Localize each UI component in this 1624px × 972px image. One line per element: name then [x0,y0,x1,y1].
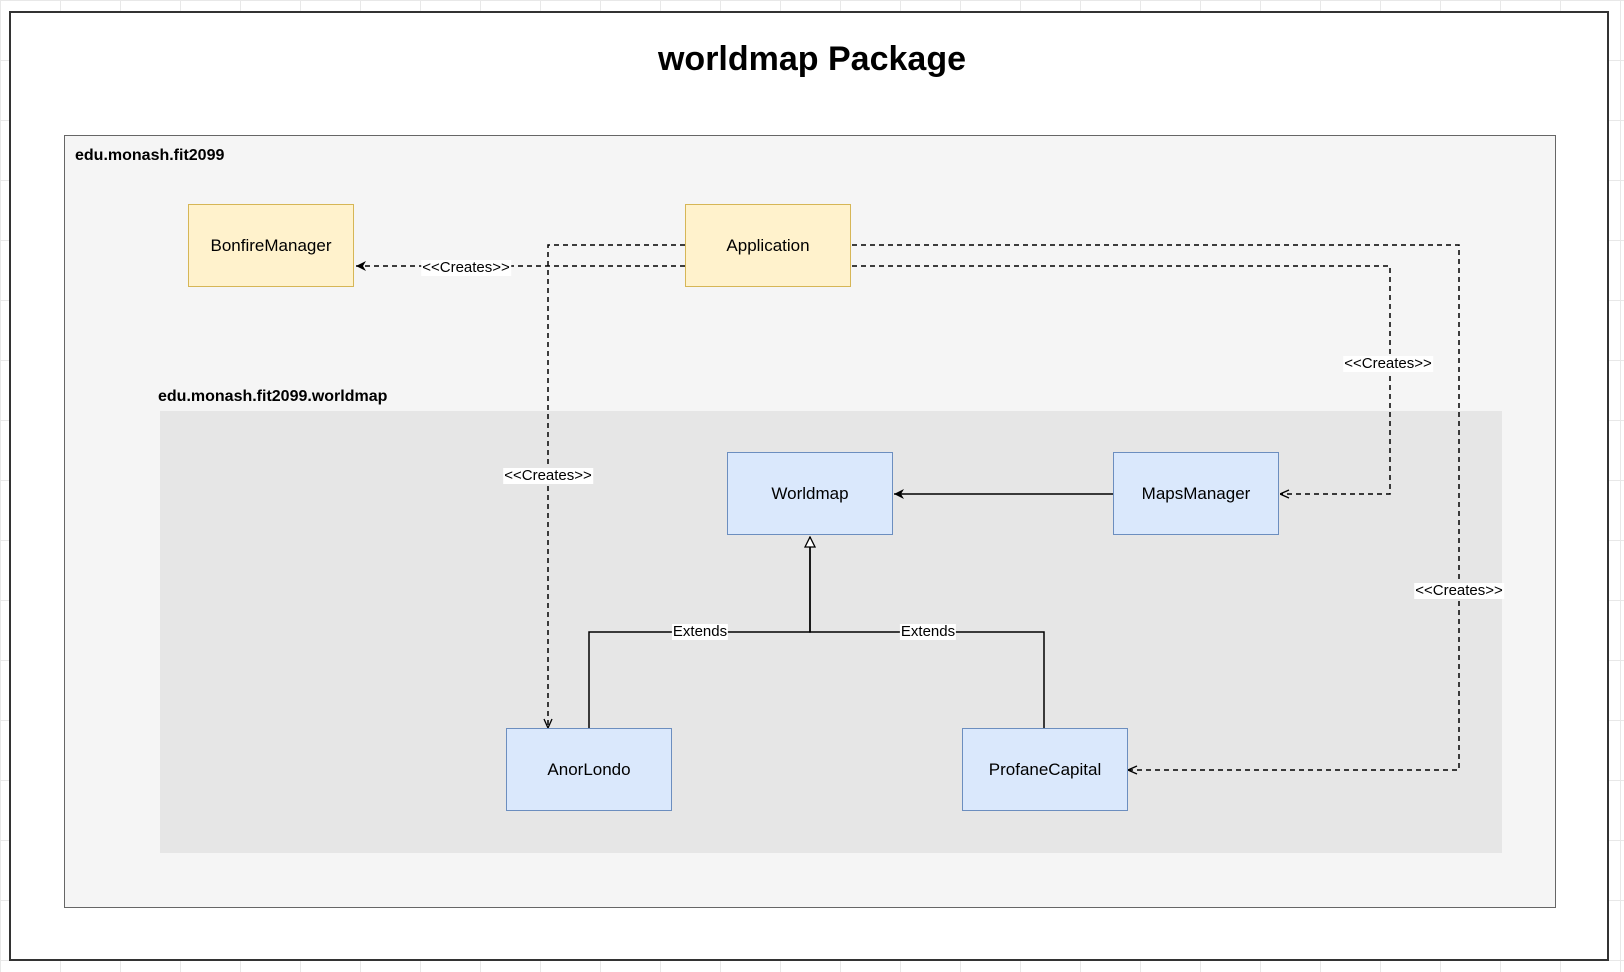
class-maps-manager: MapsManager [1113,452,1279,535]
diagram-title: worldmap Package [657,40,966,78]
edge-label-extends-profanecapital: Extends [899,623,957,640]
package-label-outer: edu.monash.fit2099 [75,147,225,164]
edge-creates-mapsmanager [852,265,1391,494]
edge-creates-profanecapital [852,244,1460,770]
edge-label-creates-anorlondo: <<Creates>> [503,467,593,484]
edge-creates-anorlondo [548,244,685,728]
edge-label-creates-mapsmanager: <<Creates>> [1343,355,1433,372]
class-worldmap: Worldmap [727,452,893,535]
edge-label-creates-bonfire: <<Creates>> [421,259,511,276]
class-bonfire-manager: BonfireManager [188,204,354,287]
class-profane-capital: ProfaneCapital [962,728,1128,811]
edge-label-creates-profanecapital: <<Creates>> [1414,582,1504,599]
edge-label-extends-anorlondo: Extends [671,623,729,640]
class-application: Application [685,204,851,287]
package-label-inner: edu.monash.fit2099.worldmap [158,388,388,405]
class-anor-londo: AnorLondo [506,728,672,811]
